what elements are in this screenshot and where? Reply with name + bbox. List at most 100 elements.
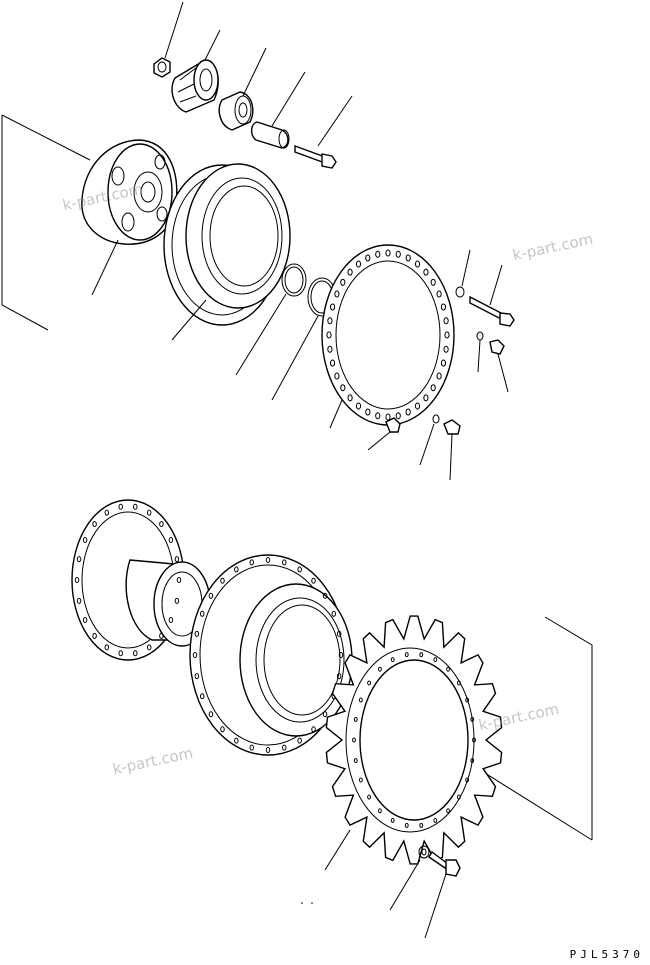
hole (336, 630, 342, 637)
hole (92, 632, 97, 639)
hole (365, 254, 371, 262)
part-bushing (218, 91, 254, 131)
hole (353, 758, 358, 764)
part-roller-bearing (171, 59, 219, 113)
hole (352, 737, 356, 743)
hole (297, 566, 302, 573)
part-thrust-plate (321, 244, 455, 426)
drawing-code: PJL5370 (569, 948, 644, 961)
hole (220, 577, 225, 584)
hole (104, 509, 110, 516)
hole (433, 817, 438, 823)
hole (104, 644, 110, 651)
hole (76, 556, 82, 563)
hole (194, 673, 200, 680)
hole (446, 666, 450, 672)
hole (355, 260, 362, 268)
hole (234, 566, 239, 573)
hole (440, 303, 447, 311)
hole (133, 650, 138, 657)
hole (311, 726, 316, 733)
hole (375, 412, 381, 420)
part-planetary-carrier (81, 139, 178, 245)
hole (414, 402, 421, 410)
hole (146, 644, 152, 651)
hole (327, 345, 333, 353)
hole (174, 556, 180, 563)
hole (465, 777, 470, 783)
part-nut (153, 57, 171, 78)
hole (334, 372, 340, 380)
hole (297, 737, 302, 744)
hole (375, 250, 381, 258)
part-washer-1 (455, 286, 465, 298)
part-washer-2 (418, 845, 430, 859)
part-plug-1 (476, 331, 505, 355)
hole (358, 697, 363, 703)
hole (159, 632, 164, 639)
hole (446, 808, 450, 814)
hole (249, 559, 255, 566)
hole (367, 794, 371, 800)
hole (174, 597, 180, 604)
hole (329, 359, 336, 367)
hole (338, 652, 344, 658)
hole (423, 394, 429, 402)
hole (281, 744, 287, 751)
hole (470, 758, 475, 764)
hole (423, 268, 429, 276)
hole (265, 747, 271, 753)
part-o-ring-2 (432, 414, 440, 424)
hole (192, 652, 198, 658)
hole (326, 331, 332, 339)
hole (444, 331, 450, 339)
hole (365, 408, 371, 416)
hole (390, 817, 395, 823)
hole (322, 711, 328, 718)
hole (405, 408, 411, 416)
hole (385, 249, 391, 257)
hole (436, 290, 442, 298)
hole (168, 617, 174, 624)
hole (358, 777, 363, 783)
hole (281, 559, 287, 566)
hole (395, 412, 401, 420)
hole (199, 610, 205, 617)
hole (194, 630, 200, 637)
hole (390, 657, 395, 663)
leader-lines (91, 1, 509, 939)
part-plug-3 (443, 419, 461, 435)
part-bolt-2 (469, 295, 515, 327)
hole (378, 666, 382, 672)
hole (176, 577, 182, 583)
hole (347, 268, 353, 276)
part-plug-2 (385, 417, 401, 433)
hole (436, 372, 442, 380)
hole (208, 592, 214, 599)
hole (465, 697, 470, 703)
part-hub (71, 499, 211, 661)
hole (208, 711, 214, 718)
hole (419, 822, 424, 828)
hole (347, 394, 353, 402)
hole (355, 402, 362, 410)
part-housing (189, 554, 353, 756)
hole (472, 737, 476, 743)
hole (336, 673, 342, 680)
hole (443, 345, 449, 353)
hole (159, 521, 164, 528)
hole (118, 650, 123, 657)
part-snap-ring (281, 263, 307, 297)
hole (404, 652, 409, 658)
hole (220, 726, 225, 733)
part-sleeve (250, 121, 290, 149)
part-bolt-3 (428, 850, 461, 877)
hole (457, 680, 461, 686)
hole (265, 557, 271, 563)
hole (385, 413, 391, 421)
hole (82, 617, 88, 624)
hole (378, 808, 382, 814)
hole (457, 794, 461, 800)
hole (334, 290, 340, 298)
